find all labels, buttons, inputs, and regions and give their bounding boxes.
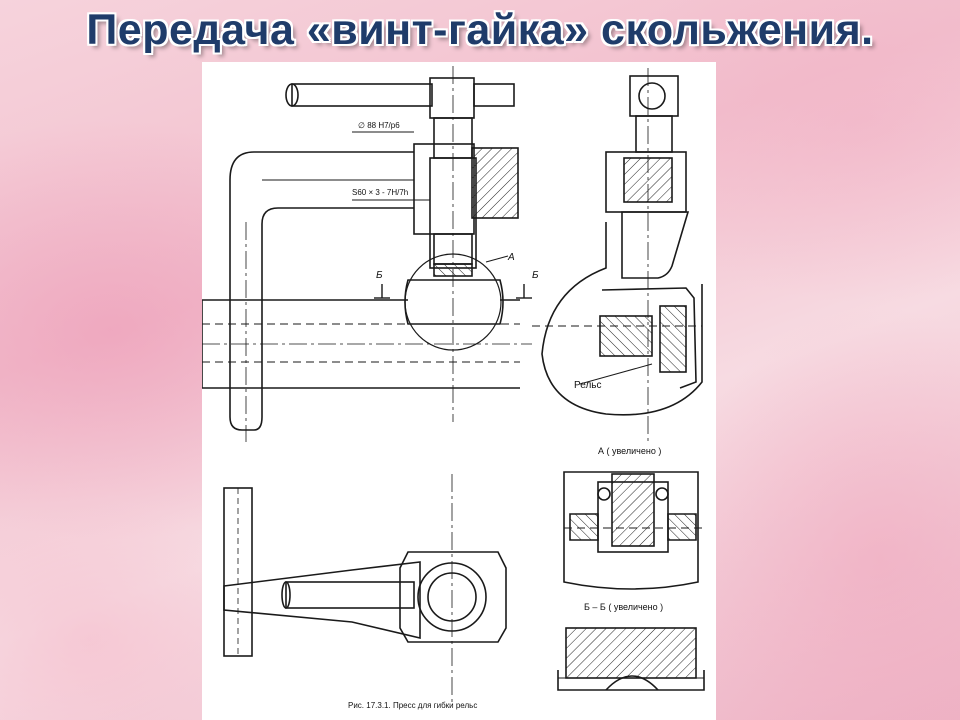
slide-title: Передача «винт-гайка» скольжения. — [86, 6, 874, 54]
section-bb-enlarged — [557, 627, 705, 691]
technical-drawing-panel: ∅ 88 H7/p6 S60 × 3 - 7H/7h Б Б А Рельс А… — [202, 62, 716, 720]
section-mark-right: Б — [532, 270, 539, 281]
section-mark-left: Б — [376, 270, 383, 281]
dimension-diameter-label: ∅ 88 H7/p6 — [358, 121, 400, 130]
detail-a-enlarged — [563, 471, 702, 590]
front-view-press-frame — [202, 77, 520, 431]
detail-mark-a: А — [507, 252, 515, 263]
figure-caption: Рис. 17.3.1. Пресс для гибки рельс — [348, 701, 477, 710]
dimension-thread-label: S60 × 3 - 7H/7h — [352, 188, 408, 197]
detail-a-caption: А ( увеличено ) — [598, 446, 661, 456]
rail-label: Рельс — [574, 380, 602, 391]
press-drawing: ∅ 88 H7/p6 S60 × 3 - 7H/7h Б Б А Рельс А… — [202, 66, 705, 710]
top-view-press — [223, 487, 507, 657]
section-bb-caption: Б – Б ( увеличено ) — [584, 602, 663, 612]
side-view-hook — [532, 75, 703, 416]
